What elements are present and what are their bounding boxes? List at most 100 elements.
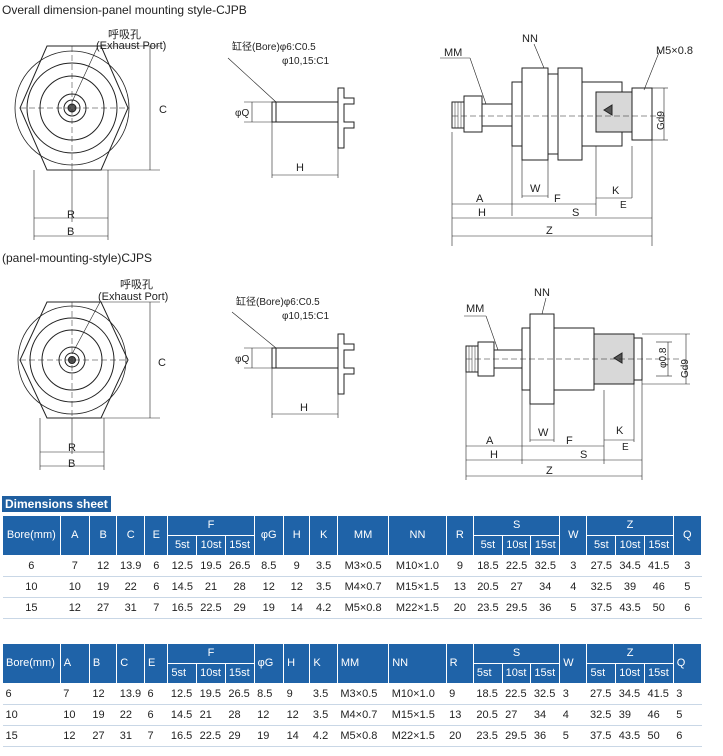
table-cell: 13.9 <box>116 555 145 577</box>
table-cell: 3.5 <box>309 704 338 726</box>
table-cell: 7 <box>144 597 168 619</box>
header-nn: NN <box>388 643 447 684</box>
table-cell: 22.5 <box>502 683 531 705</box>
dim-w-label-mid: W <box>538 427 549 439</box>
table-cell: 13 <box>446 704 474 726</box>
table-cell: 18.5 <box>473 555 503 577</box>
dim-k-label-top: K <box>612 185 620 197</box>
sub-header-10st: 10st <box>501 535 532 556</box>
table-cell: 10 <box>60 704 90 726</box>
header-nn: NN <box>388 515 447 556</box>
mm-label-mid: MM <box>466 303 484 315</box>
dim-r-label-2: R <box>68 442 76 454</box>
header-mm: MM <box>336 643 390 684</box>
hex-front-view <box>14 45 160 240</box>
table-cell: 19 <box>254 725 284 747</box>
table-cell: 22 <box>116 704 145 726</box>
table-cell: 50 <box>644 597 674 619</box>
dim-z-label-mid: Z <box>546 465 553 477</box>
header-g: φG <box>253 643 285 684</box>
phi08-label: φ0.8 <box>658 347 669 368</box>
dim-h-label-pin: H <box>296 162 304 174</box>
sub-header-15st: 15st <box>224 663 255 684</box>
table-cell: 29 <box>225 725 255 747</box>
table-cell: 15 <box>2 725 61 747</box>
m5-label: M5×0.8 <box>656 45 693 57</box>
header-s: S <box>473 515 561 536</box>
header-h: H <box>282 515 311 556</box>
dimensions-table-2: Bore(mm) A B C E F φG H K MM NN R S W Z … <box>2 643 703 747</box>
table-cell: 23.5 <box>473 597 503 619</box>
dim-b-label: B <box>67 226 74 238</box>
table-cell: 12 <box>60 597 90 619</box>
sub-header-10st: 10st <box>196 535 226 556</box>
gd9-label-top: Gd9 <box>656 111 667 130</box>
pin-side-view-2 <box>231 311 355 418</box>
table-cell: 3.5 <box>309 555 338 577</box>
table-cell: 12 <box>89 555 117 577</box>
dim-f-label-mid: F <box>566 435 573 447</box>
table-cell: 6 <box>144 704 168 726</box>
sub-header-5st: 5st <box>473 535 503 556</box>
header-e: E <box>144 643 169 684</box>
table-cell: 19.5 <box>196 683 226 705</box>
table-cell: 26.5 <box>225 683 255 705</box>
sub-header-15st: 15st <box>530 663 561 684</box>
sub-header-10st: 10st <box>615 535 645 556</box>
table-cell: M15×1.5 <box>388 704 447 726</box>
table-cell: 32.5 <box>586 576 616 598</box>
table-cell: 5 <box>559 725 587 747</box>
table-cell: 19 <box>254 597 284 619</box>
table-cell: 3.5 <box>309 683 338 705</box>
sub-header-15st: 15st <box>643 663 674 684</box>
table-cell: 6 <box>673 597 702 619</box>
dim-h-label-mid: H <box>490 449 498 461</box>
nn-label-mid: NN <box>534 287 550 299</box>
table-cell: 5 <box>559 597 587 619</box>
table-cell: 19 <box>89 704 117 726</box>
table-cell: 10 <box>2 576 61 598</box>
header-k: K <box>309 515 338 556</box>
table-cell: M3×0.5 <box>337 555 389 577</box>
sub-header-15st: 15st <box>530 535 561 556</box>
dim-s-label-mid: S <box>580 449 587 461</box>
table-cell: 13.9 <box>116 683 145 705</box>
header-h: H <box>283 643 311 684</box>
table-cell: 36 <box>530 597 560 619</box>
table-cell: 22.5 <box>196 725 226 747</box>
table-cell: 9 <box>446 555 474 577</box>
table-cell: 3 <box>673 555 702 577</box>
table-cell: 32.5 <box>530 683 560 705</box>
header-bore: Bore(mm) <box>2 515 61 556</box>
table-cell: 15 <box>2 597 61 619</box>
table-cell: 37.5 <box>586 597 616 619</box>
table-cell: 9 <box>283 683 310 705</box>
header-mm: MM <box>336 515 390 556</box>
dim-b-label-2: B <box>68 458 75 470</box>
bore-label-2: φ10,15:C1 <box>282 56 330 67</box>
dim-w-label-top: W <box>530 183 541 195</box>
table-cell: 12 <box>283 576 310 598</box>
phi-q-label-2: φQ <box>235 354 249 365</box>
table-cell: M3×0.5 <box>337 683 389 705</box>
header-q: Q <box>672 643 703 684</box>
table-cell: 12 <box>254 704 284 726</box>
table-cell: 41.5 <box>644 555 674 577</box>
table-cell: 12 <box>254 576 284 598</box>
table-cell: 20 <box>446 725 474 747</box>
caption-top: Overall dimension-panel mounting style-C… <box>2 3 247 17</box>
sub-header-5st: 5st <box>167 663 198 684</box>
table-cell: 31 <box>116 597 145 619</box>
dim-e-label-mid: E <box>622 442 629 453</box>
dim-a-label-mid: A <box>486 435 494 447</box>
table-cell: 19 <box>89 576 117 598</box>
dim-f-label-top: F <box>554 193 561 205</box>
table-cell: 14 <box>283 725 310 747</box>
table-cell: 29.5 <box>502 597 531 619</box>
table-cell: 16.5 <box>167 725 197 747</box>
table-cell: 6 <box>2 555 61 577</box>
table-cell: M22×1.5 <box>388 725 447 747</box>
table-cell: M4×0.7 <box>337 576 389 598</box>
